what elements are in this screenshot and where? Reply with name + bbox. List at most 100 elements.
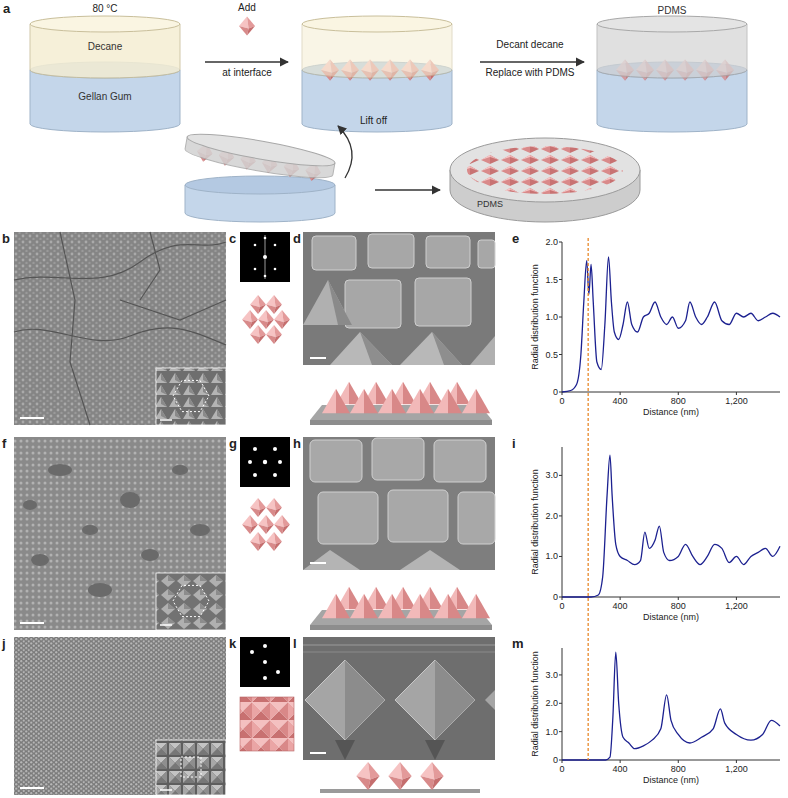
axis-tick: 0 [559,765,564,774]
rdf-curve [562,455,780,597]
fft-image [240,637,290,687]
fft-image [264,275,267,278]
panel-letter: f [2,437,6,450]
sem-image [173,380,209,411]
tick-mark [678,760,679,763]
axis-tick: 400 [613,602,628,611]
sem-closeup [310,357,326,359]
sem-closeup [310,752,326,754]
sem-closeup [335,740,355,760]
sem-closeup [432,332,462,365]
octahedra-cluster [266,532,282,551]
sem-closeup [310,440,362,482]
sem-image [82,525,98,535]
pyramid-grid [240,697,294,751]
axis-tick: 800 [671,602,686,611]
fft-image [274,268,277,271]
fft-image [240,437,290,487]
panel-letter: k [229,637,236,650]
fft-image [250,650,254,654]
sem-image [190,524,210,536]
axis-title: Distance (nm) [643,776,699,785]
axis-tick: 2.0 [545,699,558,708]
axis-tick: 0 [553,756,558,765]
axis-tick: 0 [559,602,564,611]
tick-mark [620,760,621,763]
step-label: Add [238,3,256,13]
axis-tick: 2.0 [545,511,558,520]
tick-mark [678,597,679,600]
beaker [597,16,747,32]
node-text: PDMS [477,200,503,210]
beaker [30,16,180,32]
sem-image [14,637,226,795]
fft-image [273,447,277,451]
panel-letter: c [229,232,236,245]
sem-image [14,437,226,630]
panel-letter: b [2,232,10,245]
sem-closeup [312,234,495,328]
axis-tick: 1.0 [545,552,558,561]
sem-closeup [310,438,495,544]
sem-closeup [303,637,495,760]
sem-image [160,419,172,421]
sem-image [20,417,44,419]
tick-mark [559,731,562,732]
panel-letter: j [2,637,6,650]
octahedra-cluster [266,325,282,344]
tick-mark [559,674,562,675]
pdms-layer: PDMS [655,4,690,17]
axis-title: Radial distribution function [531,264,540,370]
pyramid-schematic [434,389,462,413]
chart-axis [562,447,780,597]
axis-tick: 3.0 [545,670,558,679]
fft-image [263,255,267,259]
tick-mark [562,392,563,395]
axis-tick: 1,200 [725,602,748,611]
add-icon [239,16,255,35]
pdms-disk [450,138,640,222]
sem-image [140,232,160,300]
fft-image [254,268,257,271]
node-text: PDMS [658,5,687,16]
axis-title: Distance (nm) [643,613,699,622]
axis-tick: 3.0 [545,471,558,480]
pyramid-schematic [406,594,434,618]
pdms-film [186,128,337,172]
sem-closeup [345,660,385,740]
axis-title: Radial distribution function [531,469,540,575]
axis-tick: 1,200 [725,765,748,774]
sem-closeup [328,280,352,325]
beaker [185,176,335,222]
tick-mark [559,475,562,476]
step-label: Replace with PDMS [486,68,575,78]
sem-image [14,328,226,345]
axis-title: Radial distribution function [531,651,540,757]
sem-closeup [303,652,495,653]
pyramid-schematic [462,389,490,413]
sem-image [60,232,90,425]
fft-image [253,447,257,451]
axis-tick: 1.0 [545,313,558,322]
beaker [302,16,452,32]
sem-closeup [400,550,460,570]
fft-image [278,460,282,464]
pyramid-schematic [310,382,492,425]
sem-closeup [303,550,360,570]
pyramid-schematic [406,389,434,413]
sem-closeup [434,440,486,482]
fft-image [274,244,277,247]
axis-tick: 1,200 [725,397,748,406]
panel-letter: i [512,437,516,450]
reference-line [588,238,589,760]
sem-closeup [360,332,392,365]
step-label: Decant decane [496,40,563,50]
sem-image [181,757,201,777]
liquid-layer: Decane [85,40,125,53]
pyramid-schematic [350,594,378,618]
tick-mark [678,392,679,395]
tick-mark [562,597,563,600]
sem-image [120,492,140,508]
octahedra-cluster [242,498,290,551]
